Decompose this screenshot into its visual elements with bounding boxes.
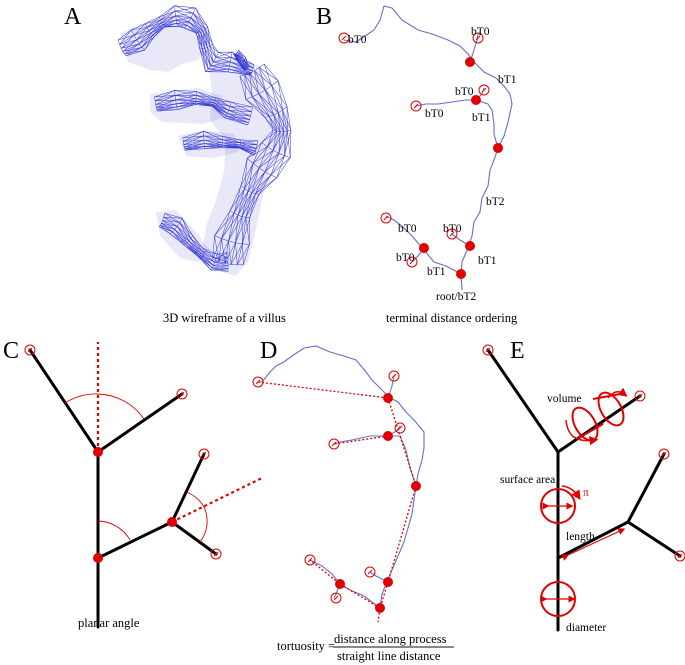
order-label: bT0 <box>443 223 462 235</box>
terminal-marker <box>446 228 458 240</box>
order-label: bT1 <box>478 255 497 267</box>
order-label: bT2 <box>486 196 505 208</box>
panel-c-letter: C <box>3 338 19 364</box>
terminal-marker <box>472 32 484 44</box>
branch-point <box>335 579 345 589</box>
measure-glyphs <box>540 387 628 617</box>
terminal-marker <box>364 566 376 578</box>
skeleton-nodes <box>24 344 222 563</box>
panel-b-letter: B <box>316 4 332 30</box>
order-label: bT0 <box>455 86 474 98</box>
order-label: bT0 <box>348 34 367 46</box>
terminal-marker <box>198 448 210 460</box>
terminal-marker <box>24 344 36 356</box>
terminal-marker <box>388 370 400 382</box>
panel-c-caption: planar angle <box>78 616 140 630</box>
branch-nodes <box>338 32 503 279</box>
angle-guides <box>64 342 263 543</box>
order-label: bT0 <box>471 26 490 38</box>
volume-label: volume <box>547 393 582 405</box>
surface-area-label: surface area <box>500 474 555 486</box>
formula-prefix: tortuosity = <box>277 639 335 653</box>
diameter-icon <box>540 581 576 617</box>
panel-a-caption: 3D wireframe of a villus <box>163 311 286 325</box>
straight-line-distances <box>257 381 417 623</box>
branch-point <box>465 241 475 251</box>
terminal-marker <box>478 84 490 96</box>
panel-a: A 3D wireframe of a villus <box>64 4 292 325</box>
terminal-marker <box>252 376 264 388</box>
terminal-marker <box>330 592 342 604</box>
wireframe-mesh <box>117 5 292 272</box>
terminal-marker <box>328 438 340 450</box>
terminal-marker <box>406 256 418 268</box>
branch-point <box>411 481 421 491</box>
terminal-marker <box>176 388 188 400</box>
branch-point <box>167 517 177 527</box>
pi-label: π <box>583 487 589 499</box>
surface-area-icon <box>540 485 581 524</box>
branch-point <box>456 269 466 279</box>
branch-point <box>93 553 103 563</box>
tortuosity-formula: tortuosity = distance along process stra… <box>277 632 454 663</box>
panel-e-letter: E <box>510 338 525 364</box>
skeleton-nodes <box>482 344 685 562</box>
terminal-marker <box>304 554 316 566</box>
terminal-marker <box>394 422 406 434</box>
branch-point <box>383 431 393 441</box>
panel-e: E <box>482 338 685 634</box>
order-label: bT1 <box>427 266 446 278</box>
branch-point <box>383 577 393 587</box>
order-label: bT0 <box>396 252 415 264</box>
terminal-marker <box>210 548 222 560</box>
branch-point <box>465 57 475 67</box>
length-label: length <box>566 531 595 543</box>
terminal-marker <box>380 212 392 224</box>
diameter-label: diameter <box>566 622 606 634</box>
terminal-marker <box>634 390 646 402</box>
panel-d: D tortuosity = distance along process st… <box>252 338 454 663</box>
terminal-marker <box>338 32 350 44</box>
order-label: bT1 <box>498 74 517 86</box>
branch-point <box>375 603 385 613</box>
order-label: bT0 <box>398 223 417 235</box>
panel-d-letter: D <box>260 338 277 364</box>
formula-numerator: distance along process <box>334 632 447 646</box>
branch-point <box>493 143 503 153</box>
branch-order-labels: bT0 bT0 bT1 bT0 bT0 bT1 bT2 bT0 bT0 bT0 … <box>348 26 517 303</box>
formula-denominator: straight line distance <box>337 649 441 663</box>
volume-cylinder-icon <box>565 387 628 446</box>
branch-point <box>93 447 103 457</box>
panel-a-letter: A <box>64 4 82 30</box>
panel-b-caption: terminal distance ordering <box>386 311 518 325</box>
panel-c: C planar angle <box>3 338 263 630</box>
panel-b: B bT0 bT0 bT1 bT0 bT0 bT1 bT2 bT0 bT0 bT… <box>316 4 518 325</box>
skeleton <box>28 348 218 629</box>
length-arrow <box>561 528 626 561</box>
villus-wireframe <box>117 5 292 276</box>
terminal-marker <box>674 550 685 562</box>
order-label: bT1 <box>472 112 491 124</box>
order-label: root/bT2 <box>436 291 476 303</box>
measure-labels: volume surface area π length diameter <box>500 393 606 634</box>
process-nodes <box>252 370 421 613</box>
branch-point <box>471 95 481 105</box>
branch-point <box>383 393 393 403</box>
terminal-marker <box>658 448 670 460</box>
terminal-marker <box>410 100 422 112</box>
order-label: bT0 <box>425 108 444 120</box>
terminal-marker <box>482 344 494 356</box>
branch-point <box>419 243 429 253</box>
